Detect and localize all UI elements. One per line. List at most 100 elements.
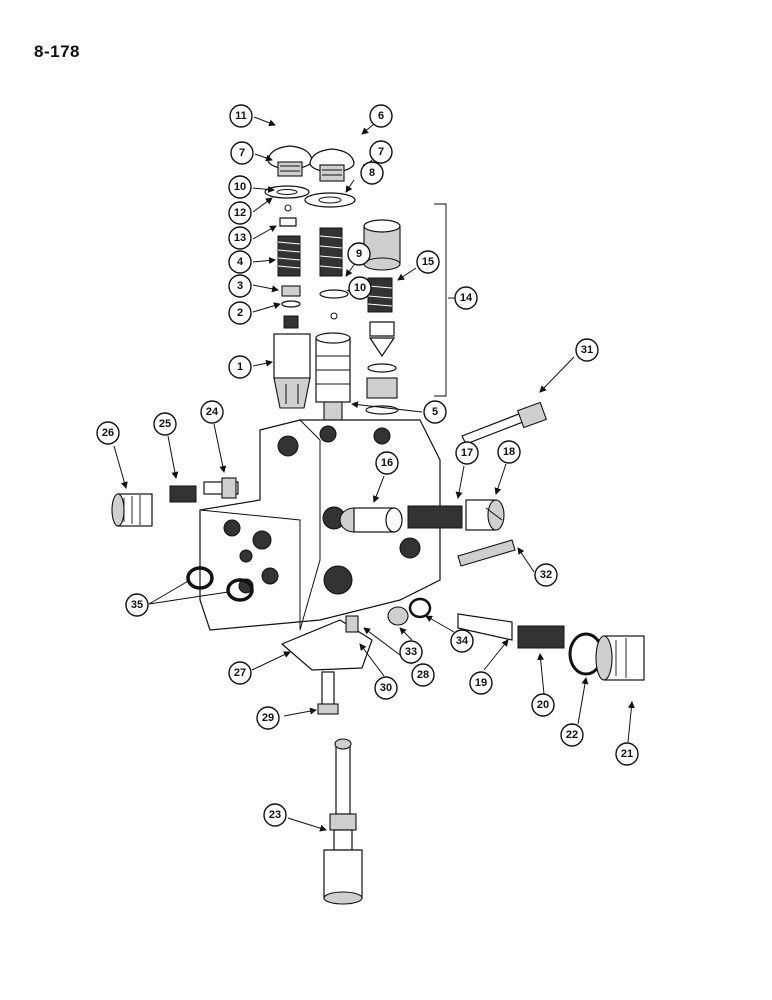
page-number: 8-178 xyxy=(34,42,80,61)
cap-left xyxy=(267,145,313,177)
washer-10 xyxy=(319,289,349,299)
svg-text:21: 21 xyxy=(621,748,633,760)
svg-text:13: 13 xyxy=(234,232,246,244)
screw-29 xyxy=(317,671,339,715)
callout-30: 30 xyxy=(374,676,398,700)
callout-27: 27 xyxy=(228,661,252,685)
spring-4 xyxy=(277,235,301,277)
callout-3: 3 xyxy=(228,274,252,298)
svg-text:26: 26 xyxy=(102,427,114,439)
valve-16 xyxy=(339,507,403,533)
callout-7a: 7 xyxy=(230,141,254,165)
svg-text:15: 15 xyxy=(422,256,434,268)
svg-text:4: 4 xyxy=(237,256,244,268)
svg-text:16: 16 xyxy=(381,457,393,469)
callout-9: 9 xyxy=(347,242,371,266)
callout-18: 18 xyxy=(497,440,521,464)
svg-text:20: 20 xyxy=(537,699,549,711)
plug-26 xyxy=(111,493,153,527)
callout-16: 16 xyxy=(375,451,399,475)
callout-5: 5 xyxy=(423,400,447,424)
stud-32 xyxy=(457,539,516,567)
spring-20 xyxy=(517,625,565,649)
callout-12: 12 xyxy=(228,201,252,225)
callout-22: 22 xyxy=(560,723,584,747)
svg-text:10: 10 xyxy=(354,282,366,294)
cap-right xyxy=(309,148,355,182)
bolt-31 xyxy=(461,401,548,445)
callout-20: 20 xyxy=(531,693,555,717)
svg-text:32: 32 xyxy=(540,569,552,581)
svg-text:17: 17 xyxy=(461,447,473,459)
plunger-24 xyxy=(203,477,239,499)
washer-10-top xyxy=(264,185,310,199)
callout-32: 32 xyxy=(534,563,558,587)
callout-28: 28 xyxy=(411,663,435,687)
callout-15: 15 xyxy=(416,250,440,274)
svg-text:35: 35 xyxy=(131,599,143,611)
callout-10a: 10 xyxy=(228,175,252,199)
svg-text:7: 7 xyxy=(378,146,384,158)
svg-text:27: 27 xyxy=(234,667,246,679)
valve-body xyxy=(199,419,441,631)
callout-8: 8 xyxy=(360,161,384,185)
spring-center xyxy=(319,227,343,277)
svg-text:30: 30 xyxy=(380,682,392,694)
svg-text:1: 1 xyxy=(237,361,243,373)
callout-24: 24 xyxy=(200,400,224,424)
svg-text:8: 8 xyxy=(369,167,375,179)
svg-text:19: 19 xyxy=(475,677,487,689)
callout-13: 13 xyxy=(228,226,252,250)
callout-6: 6 xyxy=(369,104,393,128)
plug-21 xyxy=(595,635,645,681)
spool-23 xyxy=(323,738,363,905)
o-ring-35a xyxy=(186,566,214,590)
washer-8 xyxy=(304,192,356,208)
callout-19: 19 xyxy=(469,671,493,695)
svg-text:2: 2 xyxy=(237,307,243,319)
svg-text:23: 23 xyxy=(269,809,281,821)
nut-33 xyxy=(387,606,409,626)
svg-text:28: 28 xyxy=(417,669,429,681)
poppet-19 xyxy=(457,613,513,641)
svg-text:10: 10 xyxy=(234,181,246,193)
svg-text:14: 14 xyxy=(460,292,473,304)
callout-2: 2 xyxy=(228,301,252,325)
svg-text:7: 7 xyxy=(239,147,245,159)
callout-26: 26 xyxy=(96,421,120,445)
svg-text:24: 24 xyxy=(206,406,219,418)
spring-17 xyxy=(407,505,463,529)
seat-13 xyxy=(279,217,297,227)
sleeve-1 xyxy=(273,333,311,409)
callout-1: 1 xyxy=(228,355,252,379)
callout-35: 35 xyxy=(125,593,149,617)
plug-18 xyxy=(465,499,505,531)
callout-29: 29 xyxy=(256,706,280,730)
callout-10b: 10 xyxy=(348,276,372,300)
part-2 xyxy=(281,300,301,308)
callout-17: 17 xyxy=(455,441,479,465)
o-ring-35b xyxy=(226,578,254,602)
svg-text:3: 3 xyxy=(237,280,243,292)
callout-7b: 7 xyxy=(369,140,393,164)
svg-text:34: 34 xyxy=(456,635,469,647)
svg-text:25: 25 xyxy=(159,418,171,430)
callout-34: 34 xyxy=(450,629,474,653)
spring-25 xyxy=(169,485,197,503)
svg-text:9: 9 xyxy=(356,248,362,260)
svg-text:29: 29 xyxy=(262,712,274,724)
svg-text:11: 11 xyxy=(235,110,247,122)
svg-text:6: 6 xyxy=(378,110,384,122)
callout-25: 25 xyxy=(153,412,177,436)
callout-23: 23 xyxy=(263,803,287,827)
callout-33: 33 xyxy=(399,640,423,664)
plug-9 xyxy=(363,219,401,271)
svg-text:33: 33 xyxy=(405,646,417,658)
spool-5 xyxy=(315,332,351,427)
svg-text:12: 12 xyxy=(234,207,246,219)
callout-31: 31 xyxy=(575,338,599,362)
spring-15 xyxy=(367,277,393,313)
callout-14: 14 xyxy=(454,286,478,310)
callout-11: 11 xyxy=(229,104,253,128)
